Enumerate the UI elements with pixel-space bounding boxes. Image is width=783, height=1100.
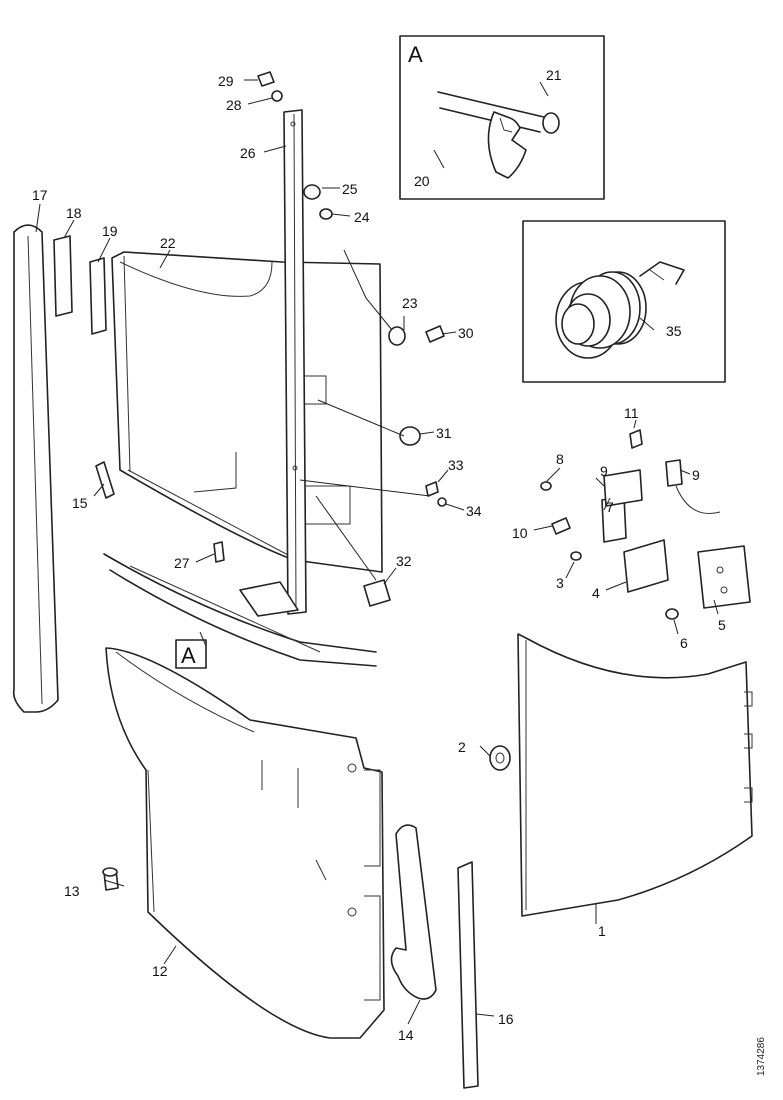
screw-29 <box>257 71 275 87</box>
callout-28: 28 <box>226 97 242 113</box>
callout-7: 7 <box>606 499 614 515</box>
part-32 <box>363 579 391 607</box>
callout-32: 32 <box>396 553 412 569</box>
part-23 <box>388 326 406 346</box>
bracket-9 <box>603 469 643 507</box>
callout-13: 13 <box>64 883 80 899</box>
part-31 <box>399 426 421 446</box>
part-24 <box>319 208 333 220</box>
callout-34: 34 <box>466 503 482 519</box>
strip-19 <box>89 257 107 335</box>
callout-19: 19 <box>102 223 118 239</box>
callout-23: 23 <box>402 295 418 311</box>
screw-13 <box>102 867 119 891</box>
part-30 <box>425 325 445 343</box>
view-marker-a: A <box>175 639 207 669</box>
callout-14: 14 <box>398 1027 414 1043</box>
part-34 <box>437 497 447 507</box>
detail-a-label: A <box>408 42 423 67</box>
callout-21: 21 <box>546 67 562 83</box>
detail-a-box: A <box>399 35 605 200</box>
part-2 <box>489 745 511 771</box>
callout-1: 1 <box>598 923 606 939</box>
part-27 <box>213 541 225 563</box>
callout-31: 31 <box>436 425 452 441</box>
callout-20: 20 <box>414 173 430 189</box>
screw-3 <box>570 551 582 561</box>
part-25 <box>303 184 321 200</box>
callout-9-bracket: 9 <box>600 463 608 479</box>
strip-16 <box>457 861 479 1089</box>
callout-16: 16 <box>498 1011 514 1027</box>
callout-8: 8 <box>556 451 564 467</box>
callout-2: 2 <box>458 739 466 755</box>
callout-4: 4 <box>592 585 600 601</box>
callout-5: 5 <box>718 617 726 633</box>
callout-6: 6 <box>680 635 688 651</box>
screw-8 <box>540 481 552 491</box>
callout-27: 27 <box>174 555 190 571</box>
lower-panel-12 <box>105 647 385 1039</box>
reference-code: 1374286 <box>756 1037 767 1076</box>
screw-11 <box>629 429 643 449</box>
callout-3: 3 <box>556 575 564 591</box>
part-33 <box>425 481 439 497</box>
callout-9-switch: 9 <box>692 467 700 483</box>
switch-9 <box>665 459 721 514</box>
callout-35: 35 <box>666 323 682 339</box>
rail-26 <box>283 109 307 615</box>
callout-29: 29 <box>218 73 234 89</box>
detail-part-35-box <box>522 220 726 383</box>
callout-12: 12 <box>152 963 168 979</box>
screw-10 <box>551 517 571 535</box>
callout-10: 10 <box>512 525 528 541</box>
hinge-4 <box>623 539 669 593</box>
strip-18 <box>53 235 73 317</box>
callout-24: 24 <box>354 209 370 225</box>
callout-30: 30 <box>458 325 474 341</box>
callout-15: 15 <box>72 495 88 511</box>
callout-22: 22 <box>160 235 176 251</box>
callout-labels: 17 18 19 22 29 28 26 25 24 23 30 31 33 3… <box>32 67 726 1043</box>
callout-25: 25 <box>342 181 358 197</box>
upper-panel-22 <box>111 251 383 573</box>
callout-33: 33 <box>448 457 464 473</box>
callout-11: 11 <box>624 405 639 421</box>
leader-lines <box>35 79 719 1025</box>
seal-strip-17 <box>12 224 59 713</box>
callout-26: 26 <box>240 145 256 161</box>
screw-6 <box>665 608 679 620</box>
callout-17: 17 <box>32 187 48 203</box>
side-panel-1 <box>517 633 753 917</box>
callout-18: 18 <box>66 205 82 221</box>
washer-28 <box>271 90 283 102</box>
handle-14 <box>390 824 437 1000</box>
view-marker-label: A <box>181 643 196 668</box>
top-rim <box>103 553 377 667</box>
part-15 <box>95 461 115 499</box>
hinge-5 <box>697 545 751 609</box>
